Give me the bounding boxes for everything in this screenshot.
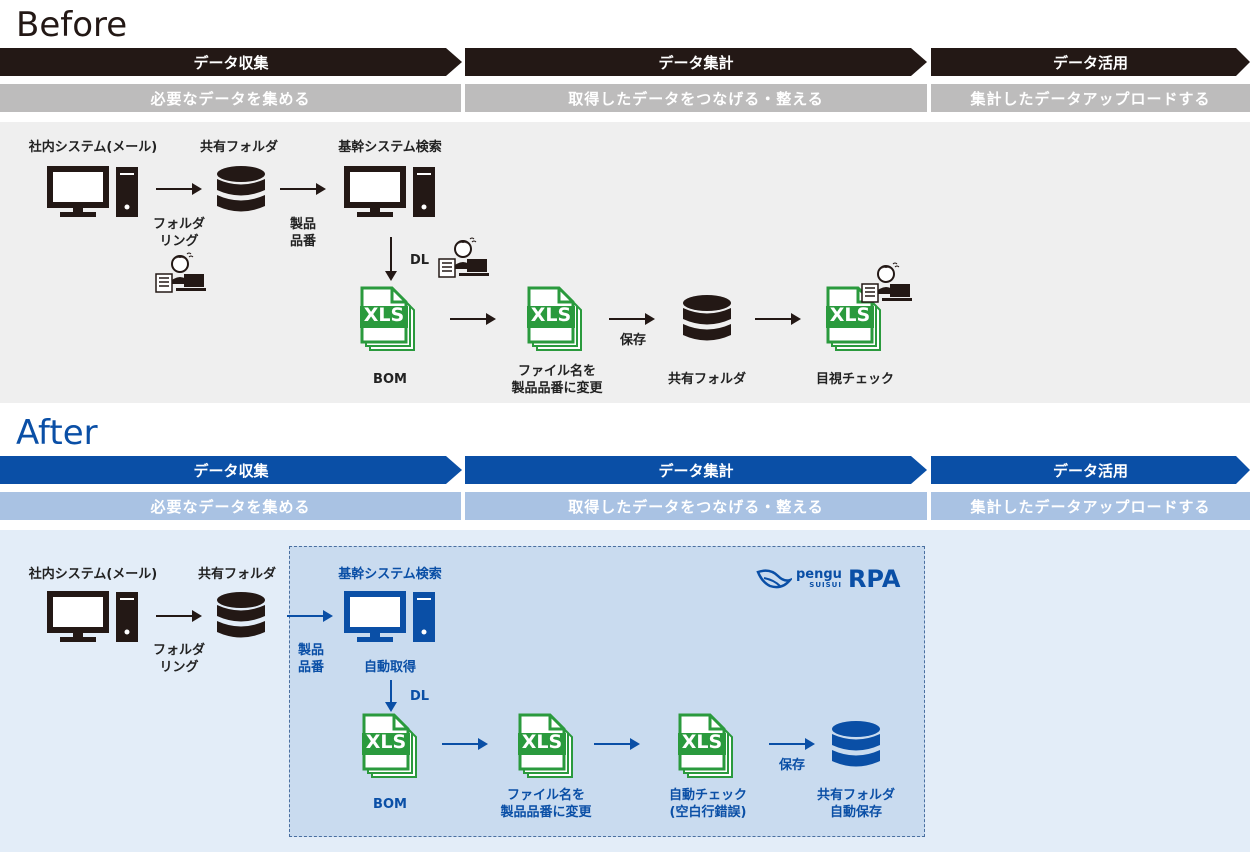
before-worker-icon-2 [438,237,489,278]
after-label-product-1: 製品 [297,643,325,658]
after-label-auto-get: 自動取得 [363,660,417,675]
before-computer-icon-1 [47,166,138,217]
before-label-bom: BOM [373,372,407,387]
after-step-2-shape [465,456,927,484]
before-step-1: データ収集 [193,53,269,72]
after-label-auto-check-2: (空白行錯誤) [669,805,747,820]
after-sub-2: 取得したデータをつなげる・整える [465,492,927,520]
logo-text-rpa: RPA [847,565,901,593]
before-xls-text-bom: XLS [363,304,405,326]
after-sub-3: 集計したデータアップロードする [931,492,1250,520]
before-label-product-2: 品番 [289,234,317,249]
before-sub-3: 集計したデータアップロードする [931,84,1250,112]
before-step-3-shape [931,48,1250,76]
before-arrow-1 [156,183,202,195]
before-xls-file-icon-bom [360,286,415,351]
before-step-3: データ活用 [1052,53,1128,72]
before-arrow-4 [609,313,655,325]
after-step-3-shape [931,456,1250,484]
before-xls-file-icon-rename [527,286,582,351]
before-step-2: データ集計 [658,53,734,72]
after-label-core-search: 基幹システム検索 [338,567,442,582]
after-step-1-shape [0,456,462,484]
after-arrow-down [385,680,397,712]
before-label-foldering-1: フォルダ [152,217,206,232]
after-label-shared-folder: 共有フォルダ [197,567,277,582]
before-xls-file-icon-check [826,286,881,351]
before-panel [0,122,1250,403]
after-arrow-4 [594,738,640,750]
after-xls-file-icon-check [678,713,733,778]
before-label-rename-2: 製品品番に変更 [511,381,603,396]
after-sub-1: 必要なデータを集める [0,492,461,520]
after-title: After [16,413,98,453]
before-label-shared-folder-2: 共有フォルダ [667,372,747,387]
after-computer-icon-1 [47,591,138,642]
before-worker-icon-3 [861,262,912,303]
before-step-2-shape [465,48,927,76]
before-arrow-5 [755,313,801,325]
after-arrow-1 [156,610,202,622]
before-step-1-shape [0,48,462,76]
after-step-arrows [0,456,1250,484]
after-computer-icon-2 [344,591,435,642]
before-xls-text-rename: XLS [530,304,572,326]
before-label-save: 保存 [619,333,647,348]
after-label-save: 保存 [778,758,806,773]
after-label-rename-2: 製品品番に変更 [500,805,592,820]
logo-text-suisui: SUISUI [809,581,842,589]
before-computer-icon-2 [344,166,435,217]
before-label-foldering-2: リング [159,234,199,249]
before-database-icon-1 [217,166,265,212]
before-sub-1: 必要なデータを集める [0,84,461,112]
after-database-icon-2 [832,721,880,767]
before-label-visual-check: 目視チェック [815,372,895,387]
after-step-2: データ集計 [658,461,734,480]
logo-text-pengu: pengu [796,567,842,582]
after-xls-text-bom: XLS [365,731,407,753]
before-worker-icon-1 [155,252,206,293]
before-xls-text-check: XLS [829,304,871,326]
after-xls-file-icon-rename [518,713,573,778]
after-label-dl: DL [410,689,430,704]
after-label-bom: BOM [373,797,407,812]
after-xls-text-check: XLS [681,731,723,753]
after-xls-text-rename: XLS [521,731,563,753]
before-title: Before [16,5,128,45]
before-database-icon-2 [683,295,731,341]
before-arrow-down [385,237,397,281]
after-step-3: データ活用 [1052,461,1128,480]
after-label-auto-check-1: 自動チェック [668,788,748,803]
after-xls-file-icon-bom [362,713,417,778]
before-label-rename-1: ファイル名を [517,364,597,379]
before-label-dl: DL [410,253,430,268]
after-step-1: データ収集 [193,461,269,480]
before-label-mail-system: 社内システム(メール) [28,140,158,155]
penguin-bird-icon [756,569,792,589]
before-label-product-1: 製品 [289,217,317,232]
before-label-core-search: 基幹システム検索 [338,140,442,155]
after-label-shared-save-2: 自動保存 [829,805,883,820]
after-arrow-2 [287,610,333,622]
before-arrow-2 [280,183,326,195]
before-step-arrows [0,48,1250,76]
after-arrow-5 [769,738,815,750]
before-arrow-3 [450,313,496,325]
before-sub-2: 取得したデータをつなげる・整える [465,84,927,112]
after-arrow-3 [442,738,488,750]
after-label-shared-save-1: 共有フォルダ [816,788,896,803]
after-label-foldering-1: フォルダ [152,643,206,658]
after-label-mail-system: 社内システム(メール) [28,567,158,582]
before-label-shared-folder: 共有フォルダ [199,140,279,155]
after-label-foldering-2: リング [159,660,199,675]
after-label-product-2: 品番 [297,660,325,675]
after-database-icon-1 [217,592,265,638]
pengu-rpa-logo: pengu SUISUI RPA [756,562,916,596]
after-label-rename-1: ファイル名を [506,788,586,803]
